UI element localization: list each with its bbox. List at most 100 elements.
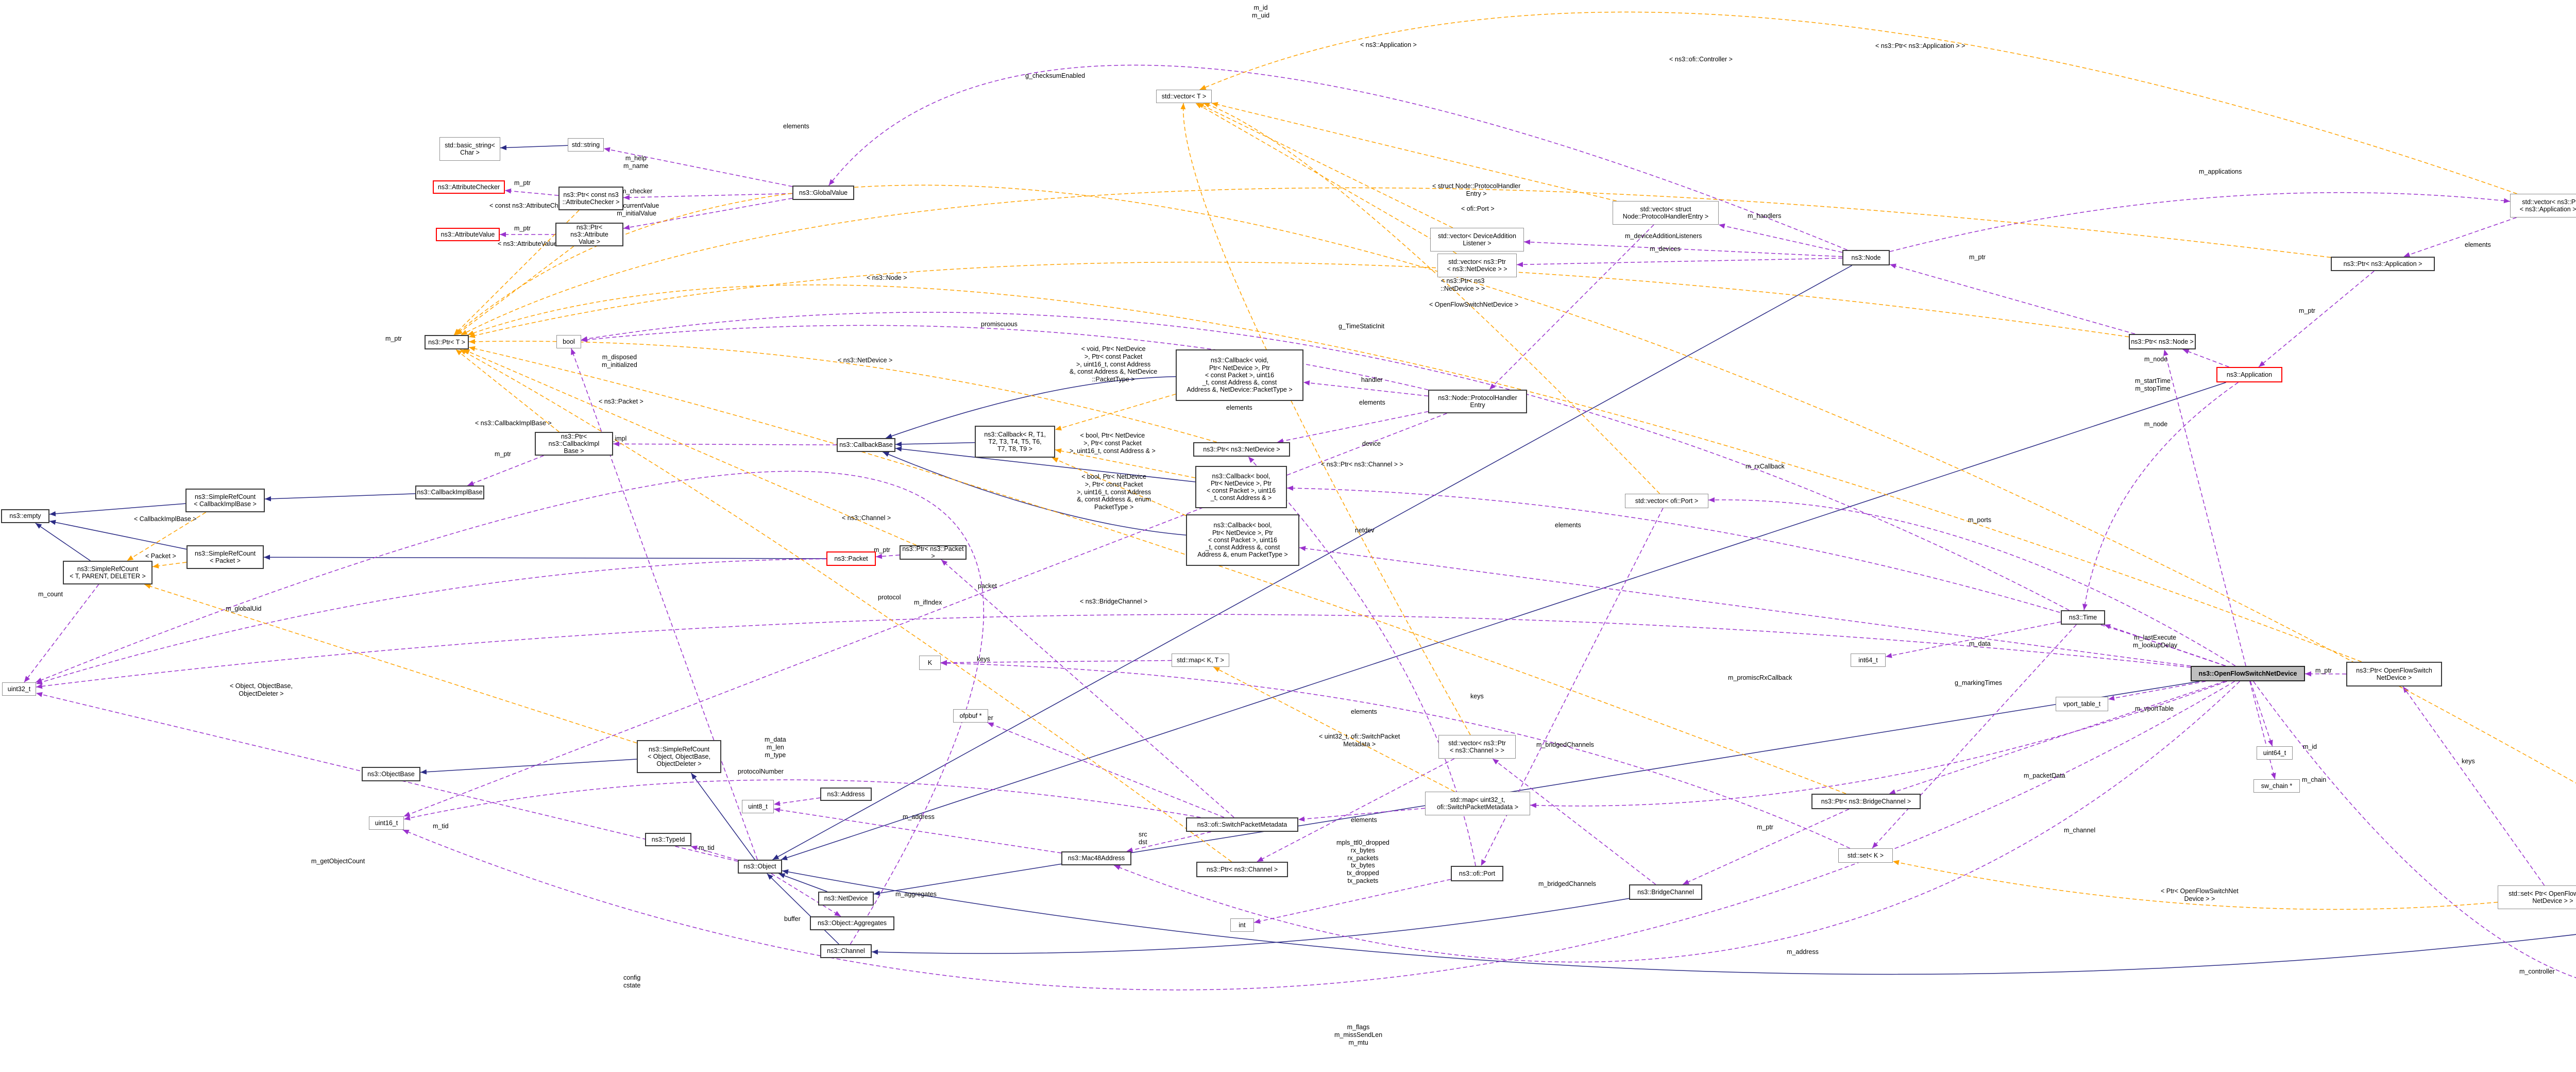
class-box-src_tpd[interactable]: ns3::SimpleRefCount < T, PARENT, DELETER…: [63, 561, 152, 584]
class-box-ofsnd[interactable]: ns3::OpenFlowSwitchNetDevice: [2191, 666, 2305, 681]
edge-object-uint32: [36, 692, 738, 862]
class-box-mac48[interactable]: ns3::Mac48Address: [1061, 851, 1131, 865]
edge-vec_port-vec_t: [1203, 103, 1660, 494]
class-box-object[interactable]: ns3::Object: [738, 860, 782, 874]
edge-set_k-k: [940, 660, 1851, 849]
class-box-cb_bool5[interactable]: ns3::Callback< bool, Ptr< NetDevice >, P…: [1195, 466, 1287, 508]
class-box-int[interactable]: int: [1230, 918, 1254, 932]
class-box-src_packet[interactable]: ns3::SimpleRefCount < Packet >: [187, 545, 264, 569]
class-box-typeid[interactable]: ns3::TypeId: [645, 833, 691, 846]
edge-label-56: m_tid: [433, 823, 449, 830]
class-box-vec_dal[interactable]: std::vector< DeviceAddition Listener >: [1430, 228, 1524, 252]
edge-ofsnd-ptr_node: [2163, 349, 2246, 666]
class-box-bridgechannel[interactable]: ns3::BridgeChannel: [1629, 884, 1702, 900]
class-box-uint8[interactable]: uint8_t: [742, 800, 774, 813]
edge-label-70: mpls_ttl0_dropped rx_bytes rx_packets tx…: [1336, 839, 1389, 884]
class-box-ptr_ofsnd[interactable]: ns3::Ptr< OpenFlowSwitch NetDevice >: [2346, 662, 2442, 686]
class-box-ptr_bc[interactable]: ns3::Ptr< ns3::BridgeChannel >: [1811, 794, 1921, 809]
class-box-packet[interactable]: ns3::Packet: [826, 551, 876, 566]
class-box-set_ofsnd[interactable]: std::set< Ptr< OpenFlowSwitch NetDevice …: [2498, 885, 2576, 909]
class-box-vec_t[interactable]: std::vector< T >: [1156, 90, 1212, 103]
edge-label-81: m_ptr: [1757, 824, 1773, 831]
class-box-ptr_app[interactable]: ns3::Ptr< ns3::Application >: [2331, 257, 2435, 271]
class-box-int64[interactable]: int64_t: [1851, 654, 1886, 667]
class-box-vec_papp[interactable]: std::vector< ns3::Ptr < ns3::Application…: [2510, 194, 2576, 217]
edge-src_packet-empty: [49, 520, 187, 550]
edge-channel-uint32: [35, 471, 984, 945]
edge-node-vec_dal: [1523, 239, 1843, 257]
class-box-ptr_cbimpl[interactable]: ns3::Ptr< ns3::CallbackImpl Base >: [535, 432, 613, 456]
edge-cbimplbase-src_cbib: [264, 493, 416, 501]
class-box-map_kt[interactable]: std::map< K, T >: [1172, 654, 1229, 667]
class-box-aggregates[interactable]: ns3::Object::Aggregates: [810, 916, 894, 930]
edge-packet-src_packet: [263, 555, 827, 560]
class-box-empty[interactable]: ns3::empty: [1, 509, 49, 523]
edge-ofsnd-uint32: [36, 614, 2191, 689]
class-box-string[interactable]: std::string: [568, 138, 604, 152]
edge-ptr_bc-bridgechannel: [1682, 809, 1850, 885]
class-box-attrvalue[interactable]: ns3::AttributeValue: [436, 228, 500, 241]
edge-address-uint8: [773, 797, 821, 806]
class-box-swchain[interactable]: sw_chain *: [2253, 779, 2300, 793]
class-box-node[interactable]: ns3::Node: [1842, 250, 1890, 265]
edge-node-vec_pnd: [1516, 258, 1843, 267]
class-box-basic_string[interactable]: std::basic_string< Char >: [439, 137, 500, 161]
class-box-ptr_t[interactable]: ns3::Ptr< T >: [425, 335, 469, 349]
class-box-ptr_ch[interactable]: ns3::Ptr< ns3::Channel >: [1196, 862, 1288, 877]
edge-label-24: m_node: [2144, 356, 2168, 363]
edge-bridgechannel-channel: [871, 898, 1630, 955]
class-box-k[interactable]: K: [919, 656, 941, 670]
class-box-channel[interactable]: ns3::Channel: [820, 944, 872, 958]
class-box-uint32[interactable]: uint32_t: [2, 682, 36, 696]
edge-ofsnd-vec_port: [1708, 497, 2236, 666]
edge-label-52: protocol: [878, 594, 901, 601]
class-box-src_obj[interactable]: ns3::SimpleRefCount < Object, ObjectBase…: [637, 740, 721, 773]
class-box-uint64[interactable]: uint64_t: [2257, 746, 2293, 760]
class-box-time[interactable]: ns3::Time: [2061, 610, 2105, 625]
class-box-cbbase[interactable]: ns3::CallbackBase: [837, 438, 895, 452]
class-box-vec_pnd[interactable]: std::vector< ns3::Ptr < ns3::NetDevice >…: [1437, 254, 1517, 277]
class-box-ofpbuf[interactable]: ofpbuf *: [953, 709, 988, 723]
class-box-ofiport[interactable]: ns3::ofi::Port: [1451, 866, 1503, 881]
edge-label-89: m_flags m_missSendLen m_mtu: [1334, 1024, 1383, 1046]
edge-label-13: m_applications: [2199, 168, 2242, 175]
edge-spm-ptr_packet: [941, 559, 1234, 818]
class-box-attrchecker[interactable]: ns3::AttributeChecker: [433, 180, 505, 194]
class-box-phe[interactable]: ns3::Node::ProtocolHandler Entry: [1428, 390, 1527, 413]
edge-map_kt-k: [940, 660, 1172, 665]
class-box-cb_bool7[interactable]: ns3::Callback< bool, Ptr< NetDevice >, P…: [1186, 514, 1299, 566]
edge-mac48-uint8: [773, 807, 1062, 853]
class-box-vec_phe[interactable]: std::vector< struct Node::ProtocolHandle…: [1613, 201, 1719, 225]
edge-label-1: < ns3::Application >: [1360, 41, 1417, 48]
class-box-ptr_av[interactable]: ns3::Ptr< ns3::Attribute Value >: [555, 223, 623, 246]
edge-label-54: keys: [977, 656, 990, 663]
class-box-vec_port[interactable]: std::vector< ofi::Port >: [1625, 494, 1708, 508]
class-box-application[interactable]: ns3::Application: [2216, 367, 2282, 382]
class-box-vec_pch[interactable]: std::vector< ns3::Ptr < ns3::Channel > >: [1438, 735, 1516, 759]
class-box-set_k[interactable]: std::set< K >: [1838, 848, 1893, 863]
class-box-vport[interactable]: vport_table_t: [2056, 697, 2108, 711]
edge-label-48: m_ptr: [874, 546, 890, 554]
edge-label-61: m_address: [903, 813, 935, 820]
class-box-bool[interactable]: bool: [556, 335, 581, 348]
class-box-ptr_packet[interactable]: ns3::Ptr< ns3::Packet >: [900, 545, 967, 560]
edge-src_tpd-empty: [35, 523, 91, 561]
class-box-cb_void[interactable]: ns3::Callback< void, Ptr< NetDevice >, P…: [1176, 349, 1303, 401]
class-box-ptr_cac[interactable]: ns3::Ptr< const ns3 ::AttributeChecker >: [558, 187, 623, 210]
class-box-src_cbib[interactable]: ns3::SimpleRefCount < CallbackImplBase >: [185, 489, 265, 512]
class-box-address[interactable]: ns3::Address: [820, 788, 872, 801]
edge-ofsnd-ptr_ctrl: [2253, 681, 2576, 978]
class-box-netdevice[interactable]: ns3::NetDevice: [818, 892, 874, 906]
class-box-globalvalue[interactable]: ns3::GlobalValue: [792, 186, 854, 200]
class-box-spm[interactable]: ns3::ofi::SwitchPacketMetadata: [1186, 817, 1298, 832]
edge-label-15: m_handlers: [1748, 212, 1782, 220]
class-box-ptr_nd[interactable]: ns3::Ptr< ns3::NetDevice >: [1193, 442, 1290, 457]
class-box-cbimplbase[interactable]: ns3::CallbackImplBase: [415, 485, 484, 499]
class-box-cb_r[interactable]: ns3::Callback< R, T1, T2, T3, T4, T5, T6…: [975, 426, 1055, 458]
class-box-uint16[interactable]: uint16_t: [369, 816, 404, 830]
class-box-objectbase[interactable]: ns3::ObjectBase: [362, 767, 420, 781]
class-box-map_spm[interactable]: std::map< uint32_t, ofi::SwitchPacketMet…: [1425, 792, 1530, 815]
class-box-ptr_node[interactable]: ns3::Ptr< ns3::Node >: [2129, 334, 2196, 349]
edge-label-80: m_channel: [2064, 827, 2096, 834]
edge-label-17: < ofi::Port >: [1461, 205, 1495, 212]
